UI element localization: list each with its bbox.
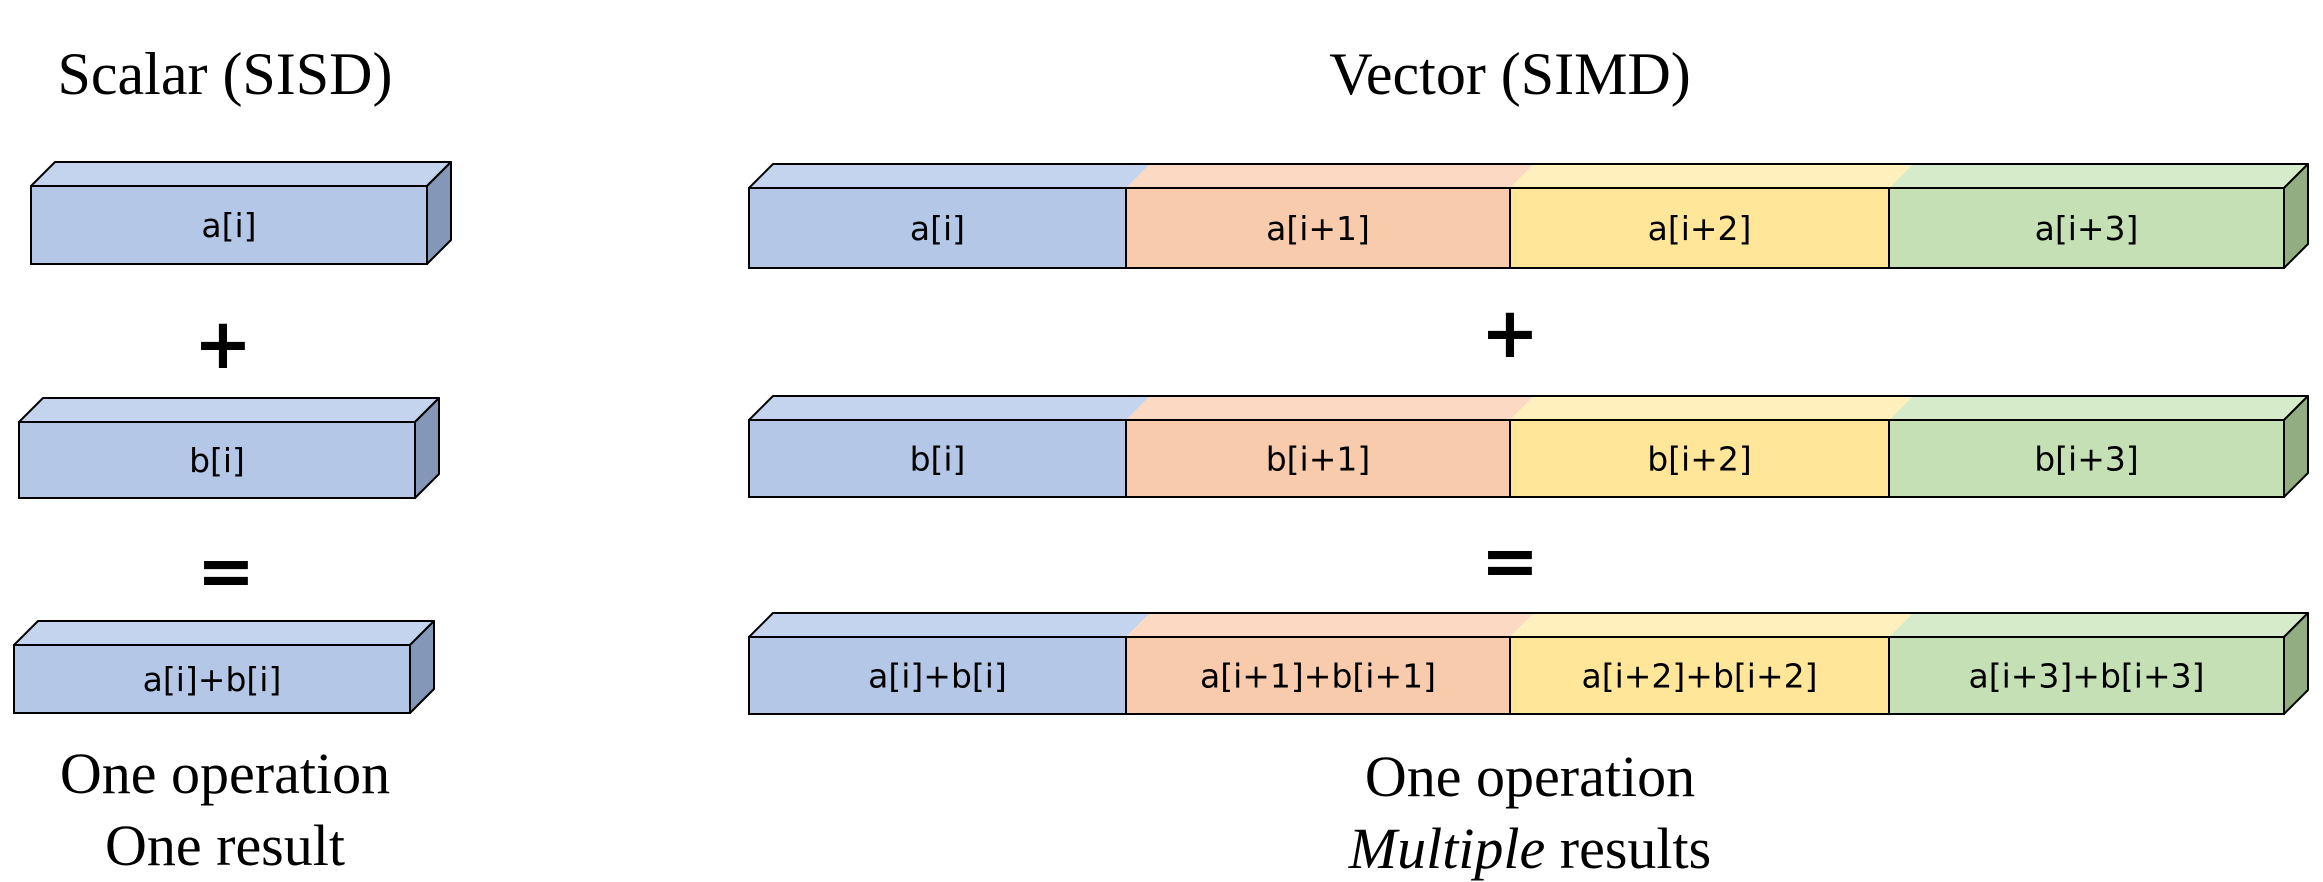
vector-plus-operator: + — [1481, 292, 1540, 374]
vector-caption-operation: One operation — [1364, 744, 1696, 809]
lane-cell — [1888, 636, 2285, 715]
lane-label: b[i] — [910, 440, 966, 479]
lane-label: a[i+3]+b[i+3] — [1969, 657, 2205, 696]
block-top-face — [13, 620, 435, 646]
lane-label: a[i+1] — [1266, 209, 1370, 248]
vector-caption-results: Multiple results — [1230, 820, 1830, 878]
lane-top-face — [749, 164, 1150, 188]
block-front-face — [13, 644, 411, 714]
scalar-block-result: a[i]+b[i] — [13, 620, 435, 714]
scalar-block-b-label: b[i] — [189, 441, 245, 480]
lane-top-face — [1126, 396, 1534, 420]
vector-caption-multiple: Multiple — [1348, 816, 1546, 881]
lane-top-face — [1126, 164, 1534, 188]
block-top-face — [30, 161, 452, 187]
lane-top-face — [1889, 396, 2308, 420]
scalar-block-b: b[i] — [18, 397, 440, 499]
lane-cell — [748, 636, 1127, 715]
block-front-face — [18, 421, 416, 499]
lane-cell — [1509, 636, 1890, 715]
vector-register-a: a[i] a[i+1] a[i+2] a[i+3] — [748, 163, 2309, 269]
scalar-caption-operation: One operation — [59, 741, 391, 806]
lane-top-face — [1889, 613, 2308, 637]
lane-label: b[i+3] — [2034, 440, 2139, 479]
lane-top-face — [1510, 396, 1913, 420]
lane-top-face — [1889, 164, 2308, 188]
vector-caption: One operation Multiple results — [1230, 748, 1830, 878]
lane-cell — [1125, 419, 1511, 498]
lane-label: a[i+1]+b[i+1] — [1200, 657, 1436, 696]
lane-top-face — [1126, 613, 1534, 637]
block-front-face — [30, 185, 428, 265]
lane-top-face — [1510, 613, 1913, 637]
lane-label: a[i] — [910, 209, 965, 248]
lane-cell — [1509, 187, 1890, 269]
scalar-equals-operator: = — [197, 530, 256, 612]
scalar-plus-operator: + — [194, 303, 253, 385]
vector-caption-results-word: results — [1545, 816, 1712, 881]
lane-top-face — [749, 396, 1150, 420]
lane-cell — [748, 187, 1127, 269]
lane-label: b[i+1] — [1266, 440, 1371, 479]
scalar-caption-result: One result — [105, 813, 345, 878]
lane-label: a[i]+b[i] — [868, 657, 1007, 696]
scalar-caption: One operation One result — [0, 745, 450, 875]
vector-equals-operator: = — [1481, 520, 1540, 602]
lane-label: a[i+3] — [2035, 209, 2139, 248]
lane-cell — [1509, 419, 1890, 498]
lane-top-face — [749, 613, 1150, 637]
lane-cell — [1888, 419, 2285, 498]
scalar-block-result-label: a[i]+b[i] — [143, 660, 282, 699]
lane-label: b[i+2] — [1647, 440, 1752, 479]
lane-label: a[i+2]+b[i+2] — [1582, 657, 1818, 696]
lane-cell — [1125, 187, 1511, 269]
lane-label: a[i+2] — [1648, 209, 1752, 248]
scalar-block-a-label: a[i] — [201, 206, 256, 245]
scalar-title: Scalar (SISD) — [57, 41, 393, 107]
vector-title: Vector (SIMD) — [1329, 41, 1691, 107]
lane-top-face — [1510, 164, 1913, 188]
lane-cell — [1888, 187, 2285, 269]
vector-register-result: a[i]+b[i] a[i+1]+b[i+1] a[i+2]+b[i+2] a[i+3… — [748, 612, 2309, 715]
vector-register-b: b[i] b[i+1] b[i+2] b[i+3] — [748, 395, 2309, 498]
scalar-block-a: a[i] — [30, 161, 452, 265]
lane-cell — [748, 419, 1127, 498]
block-top-face — [18, 397, 440, 423]
